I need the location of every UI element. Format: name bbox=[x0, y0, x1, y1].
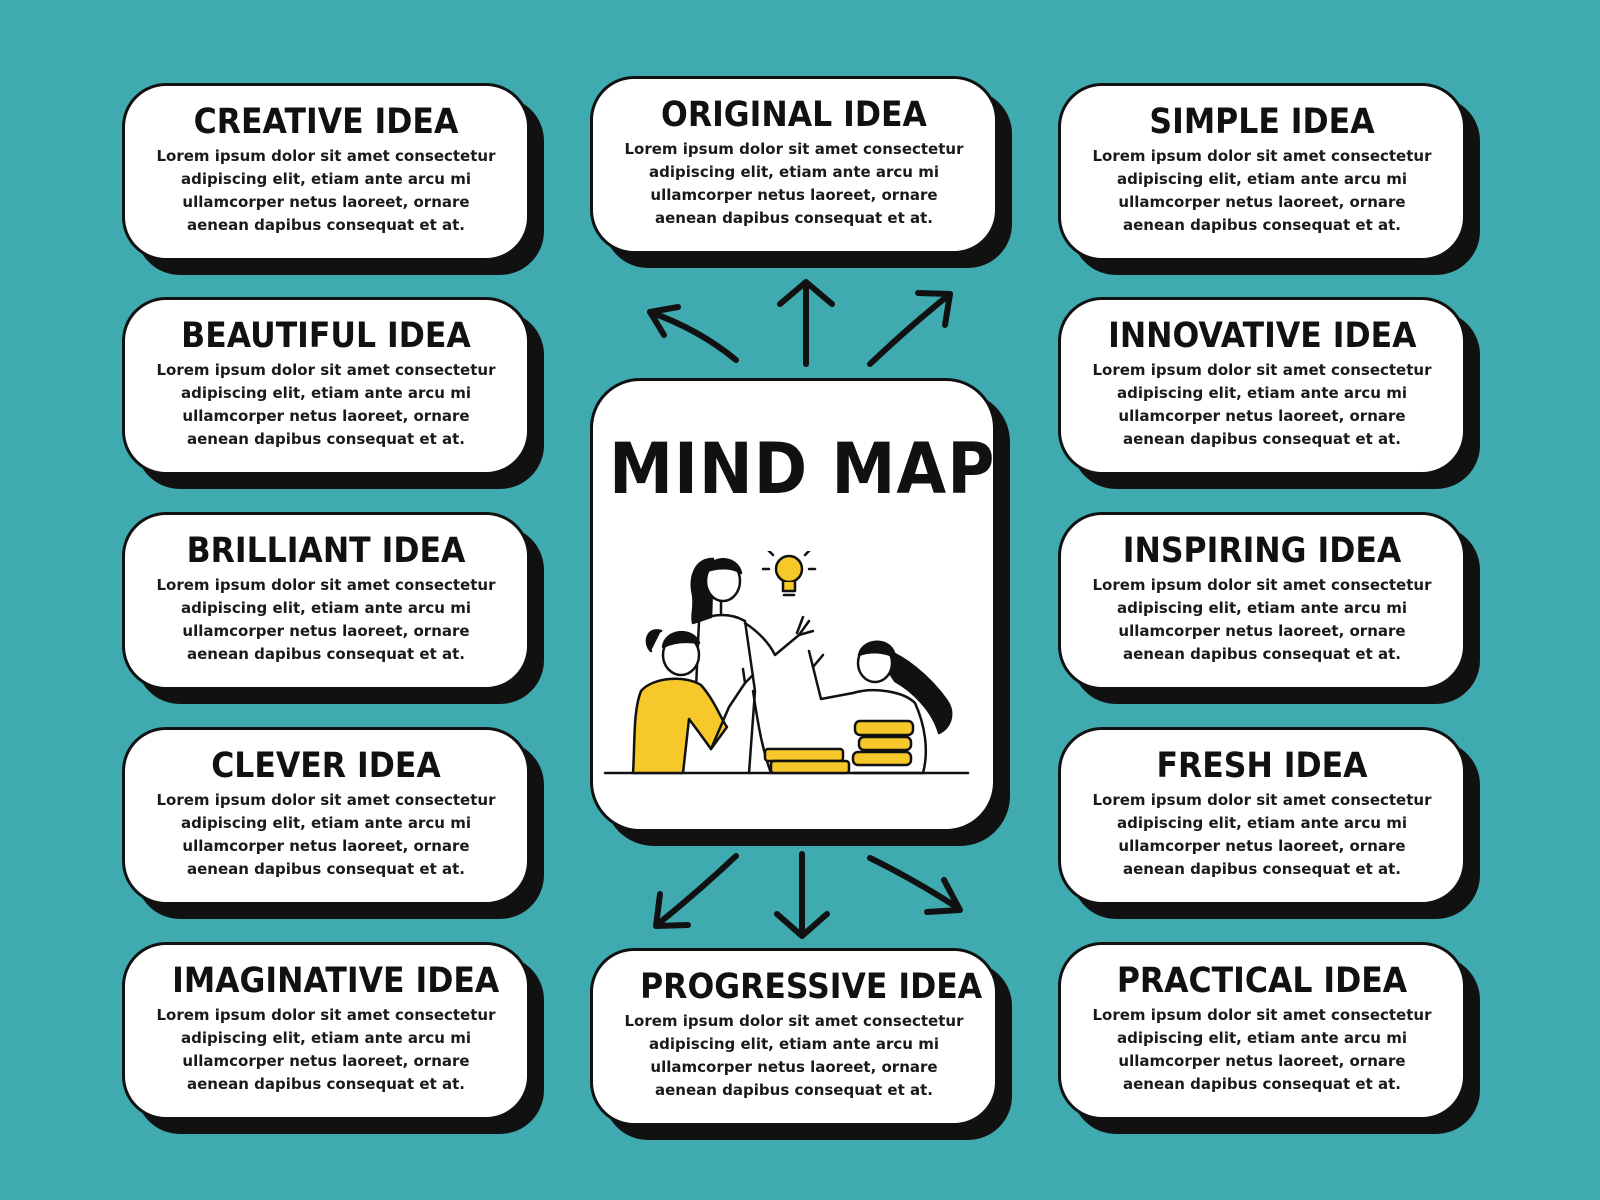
idea-card-body: Lorem ipsum dolor sit amet consectetur a… bbox=[156, 791, 496, 878]
idea-card-imaginative: IMAGINATIVE IDEA Lorem ipsum dolor sit a… bbox=[122, 942, 530, 1120]
idea-card-title: ORIGINAL IDEA bbox=[661, 95, 927, 135]
mind-map-center-card: MIND MAP bbox=[590, 378, 996, 832]
idea-card-body: Lorem ipsum dolor sit amet consectetur a… bbox=[1092, 147, 1432, 234]
idea-card-body: Lorem ipsum dolor sit amet consectetur a… bbox=[1092, 1006, 1432, 1093]
idea-card-title: IMAGINATIVE IDEA bbox=[172, 961, 500, 1001]
idea-card-title: PRACTICAL IDEA bbox=[1116, 961, 1408, 1001]
arrow-up-right-icon bbox=[867, 290, 953, 367]
idea-card-simple: SIMPLE IDEA Lorem ipsum dolor sit amet c… bbox=[1058, 83, 1466, 261]
idea-card-body: Lorem ipsum dolor sit amet consectetur a… bbox=[624, 1012, 964, 1099]
arrow-down-left-icon bbox=[653, 853, 739, 929]
idea-card-clever: CLEVER IDEA Lorem ipsum dolor sit amet c… bbox=[122, 727, 530, 905]
idea-card-title: BRILLIANT IDEA bbox=[186, 531, 466, 571]
idea-card-beautiful: BEAUTIFUL IDEA Lorem ipsum dolor sit ame… bbox=[122, 297, 530, 475]
idea-card-title: CLEVER IDEA bbox=[211, 746, 441, 786]
idea-card-body: Lorem ipsum dolor sit amet consectetur a… bbox=[624, 140, 964, 227]
arrow-down-icon bbox=[774, 851, 830, 939]
left-woman-figure bbox=[631, 629, 755, 775]
standing-woman-figure bbox=[690, 557, 815, 775]
idea-card-title: SIMPLE IDEA bbox=[1149, 102, 1375, 142]
idea-card-body: Lorem ipsum dolor sit amet consectetur a… bbox=[156, 361, 496, 448]
idea-card-body: Lorem ipsum dolor sit amet consectetur a… bbox=[156, 1006, 496, 1093]
idea-card-progressive: PROGRESSIVE IDEA Lorem ipsum dolor sit a… bbox=[590, 948, 998, 1126]
idea-card-body: Lorem ipsum dolor sit amet consectetur a… bbox=[1092, 361, 1432, 448]
idea-card-creative: CREATIVE IDEA Lorem ipsum dolor sit amet… bbox=[122, 83, 530, 261]
idea-card-body: Lorem ipsum dolor sit amet consectetur a… bbox=[1092, 576, 1432, 663]
idea-card-body: Lorem ipsum dolor sit amet consectetur a… bbox=[156, 147, 496, 234]
idea-card-title: CREATIVE IDEA bbox=[193, 102, 459, 142]
idea-card-body: Lorem ipsum dolor sit amet consectetur a… bbox=[156, 576, 496, 663]
arrow-up-left-icon bbox=[647, 304, 739, 363]
idea-card-practical: PRACTICAL IDEA Lorem ipsum dolor sit ame… bbox=[1058, 942, 1466, 1120]
idea-card-body: Lorem ipsum dolor sit amet consectetur a… bbox=[1092, 791, 1432, 878]
idea-card-title: FRESH IDEA bbox=[1156, 746, 1368, 786]
idea-card-title: PROGRESSIVE IDEA bbox=[640, 967, 983, 1007]
idea-card-title: INSPIRING IDEA bbox=[1122, 531, 1402, 571]
idea-card-inspiring: INSPIRING IDEA Lorem ipsum dolor sit ame… bbox=[1058, 512, 1466, 690]
brainstorm-people-illustration bbox=[603, 551, 970, 775]
arrow-up-icon bbox=[777, 279, 835, 367]
idea-card-brilliant: BRILLIANT IDEA Lorem ipsum dolor sit ame… bbox=[122, 512, 530, 690]
lightbulb-icon bbox=[761, 551, 817, 597]
idea-card-innovative: INNOVATIVE IDEA Lorem ipsum dolor sit am… bbox=[1058, 297, 1466, 475]
idea-card-title: INNOVATIVE IDEA bbox=[1108, 316, 1417, 356]
right-woman-figure bbox=[807, 640, 953, 775]
idea-card-fresh: FRESH IDEA Lorem ipsum dolor sit amet co… bbox=[1058, 727, 1466, 905]
idea-card-title: BEAUTIFUL IDEA bbox=[181, 316, 471, 356]
mind-map-title: MIND MAP bbox=[609, 428, 996, 510]
idea-card-original: ORIGINAL IDEA Lorem ipsum dolor sit amet… bbox=[590, 76, 998, 254]
books-stack bbox=[763, 747, 851, 775]
arrow-down-right-icon bbox=[867, 855, 963, 915]
